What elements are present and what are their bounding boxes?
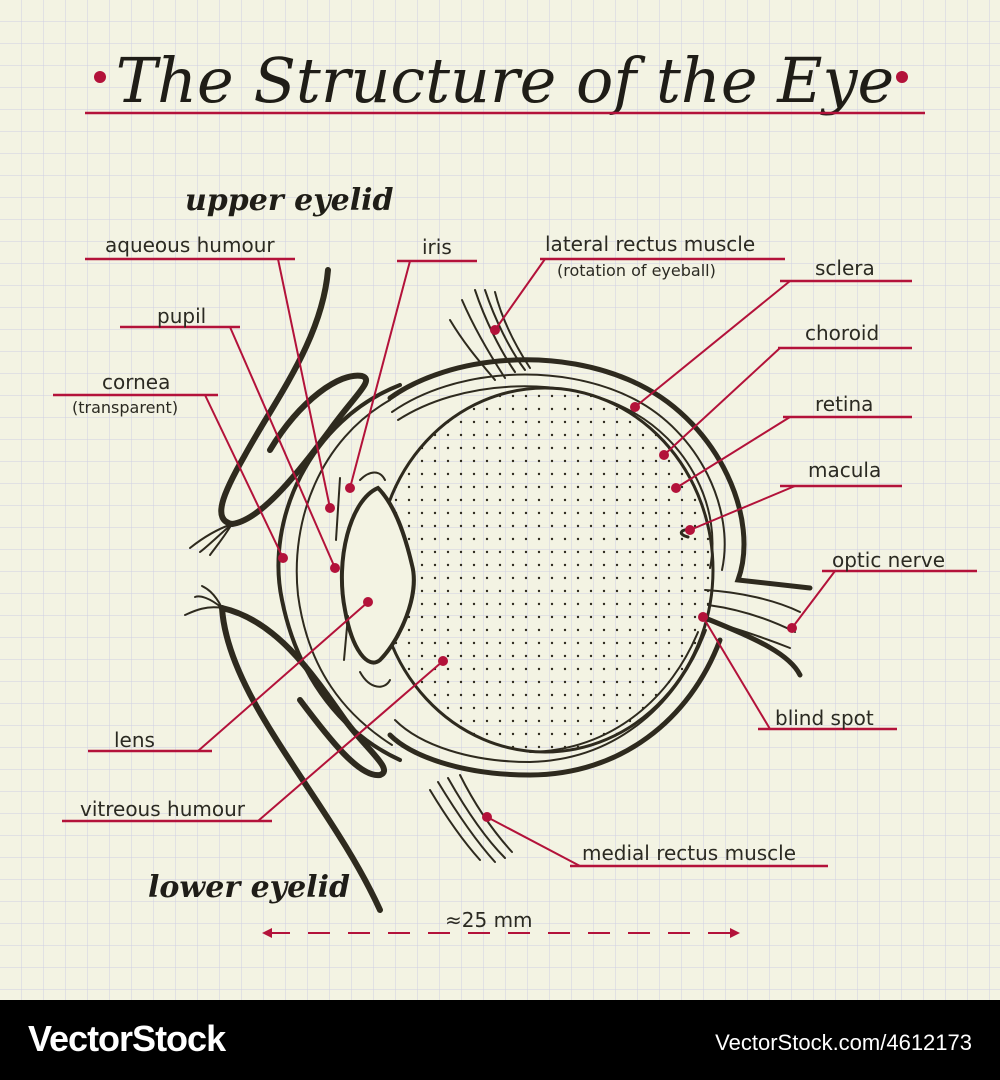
footer-url: VectorStock.com/4612173: [715, 1030, 972, 1055]
page-title: The Structure of the Eye: [116, 44, 894, 117]
pointer-dot: [482, 812, 492, 822]
label-text: iris: [422, 235, 452, 259]
label-text: blind spot: [775, 706, 874, 730]
scale-label: ≈25 mm: [445, 908, 533, 932]
leader-line: [494, 258, 546, 331]
leader-line: [257, 660, 444, 822]
leader-line: [277, 258, 331, 509]
leader-line: [349, 260, 411, 489]
label-text: medial rectus muscle: [582, 841, 796, 865]
label-text: retina: [815, 392, 873, 416]
pointer-dot: [345, 483, 355, 493]
label-subtext: (rotation of eyeball): [557, 261, 716, 280]
heading-lower-eyelid: lower eyelid: [148, 870, 350, 905]
label-text: lens: [114, 728, 155, 752]
footer-brand: VectorStock: [28, 1018, 226, 1059]
label-text: choroid: [805, 321, 879, 345]
title-dot-right: [896, 71, 908, 83]
leader-line: [634, 280, 791, 408]
pointer-dot: [630, 402, 640, 412]
label-text: lateral rectus muscle: [545, 232, 755, 256]
pointer-dot: [363, 597, 373, 607]
leader-line: [197, 601, 369, 752]
leader-line: [663, 347, 781, 456]
pointer-dot: [438, 656, 448, 666]
label-text: pupil: [157, 304, 206, 328]
label-text: sclera: [815, 256, 875, 280]
eye-diagram: The Structure of the Eye upper eyelid lo…: [0, 0, 1000, 1000]
label-text: cornea: [102, 370, 170, 394]
title-dot-left: [94, 71, 106, 83]
leader-line: [702, 616, 771, 730]
leader-line: [689, 485, 796, 531]
pointer-dot: [698, 612, 708, 622]
leader-line: [229, 326, 336, 569]
label-group: aqueous humour iris lateral rectus muscle (…: [53, 232, 977, 868]
leader-line: [675, 416, 791, 489]
pointer-dot: [278, 553, 288, 563]
label-subtext: (transparent): [72, 398, 178, 417]
pointer-dot: [325, 503, 335, 513]
scale-arrow-left: [262, 928, 272, 938]
eye-illustration: [184, 267, 813, 913]
pointer-dot: [787, 623, 797, 633]
label-text: aqueous humour: [105, 233, 275, 257]
pointer-dot: [659, 450, 669, 460]
label-text: optic nerve: [832, 548, 945, 572]
heading-upper-eyelid: upper eyelid: [185, 183, 394, 218]
pointer-dot: [671, 483, 681, 493]
scale-arrow-right: [730, 928, 740, 938]
label-text: vitreous humour: [80, 797, 246, 821]
pointer-dot: [685, 525, 695, 535]
pointer-dot: [490, 325, 500, 335]
leader-line: [791, 570, 836, 629]
footer-bar: VectorStock VectorStock.com/4612173: [0, 1000, 1000, 1080]
leader-line: [204, 394, 284, 559]
label-text: macula: [808, 458, 881, 482]
pointer-dot: [330, 563, 340, 573]
leader-line: [486, 816, 581, 867]
